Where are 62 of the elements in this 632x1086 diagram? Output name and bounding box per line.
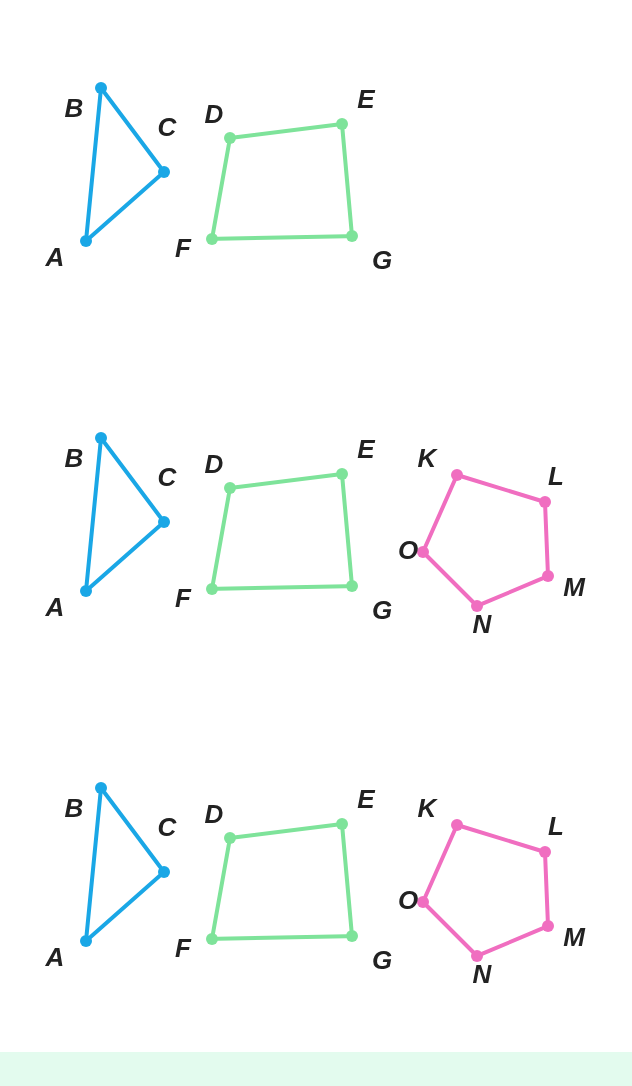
vertex-label: L xyxy=(548,463,564,489)
polygon-side xyxy=(233,122,339,140)
polygon-side xyxy=(460,824,542,853)
polygon-side xyxy=(88,874,162,939)
vertex-label: A xyxy=(45,944,65,970)
vertex-label: B xyxy=(64,795,84,821)
vertex-label: K xyxy=(417,445,437,471)
polygon-side xyxy=(340,127,354,232)
vertex-label: E xyxy=(357,786,375,812)
vertex-label: K xyxy=(417,795,437,821)
polygon-side xyxy=(102,90,163,170)
polygon-side xyxy=(480,926,545,956)
polygon-side xyxy=(211,141,231,236)
polygon-side xyxy=(233,822,339,840)
vertex-label: L xyxy=(548,813,564,839)
polygon-side xyxy=(102,790,163,870)
vertex-label: B xyxy=(64,445,84,471)
vertex-label: M xyxy=(563,924,585,950)
vertex-label: G xyxy=(371,247,393,273)
polygon-side xyxy=(480,576,545,606)
polygon-side xyxy=(543,506,550,572)
vertex-label: D xyxy=(204,451,224,477)
polygon-side xyxy=(423,828,457,899)
polygon-side xyxy=(340,478,354,582)
polygon-side xyxy=(211,491,231,586)
vertex-label: A xyxy=(45,244,65,270)
vertex-label: A xyxy=(45,594,65,620)
polygon-side xyxy=(543,856,550,922)
vertex-label: F xyxy=(175,585,191,611)
vertex-label: C xyxy=(157,464,177,490)
polygon-side xyxy=(423,478,457,549)
vertex-label: N xyxy=(472,961,492,987)
vertex-label: F xyxy=(175,935,191,961)
polygon-side xyxy=(233,472,339,490)
vertex-label: C xyxy=(157,814,177,840)
vertex-label: E xyxy=(357,436,375,462)
vertex-label: N xyxy=(472,611,492,637)
vertex-label: O xyxy=(397,887,419,913)
vertex-label: F xyxy=(175,235,191,261)
vertex-label: E xyxy=(357,86,375,112)
polygon-side xyxy=(84,791,103,938)
polygon-side xyxy=(84,441,103,588)
vertex-label: D xyxy=(204,101,224,127)
vertex-label: D xyxy=(204,801,224,827)
polygon-side xyxy=(211,841,231,936)
polygon-side xyxy=(216,584,348,591)
polygon-side xyxy=(84,91,103,238)
vertex-label: G xyxy=(371,597,393,623)
polygon-side xyxy=(460,474,542,503)
polygon-side xyxy=(216,234,348,241)
vertex-label: C xyxy=(157,114,177,140)
polygon-side xyxy=(340,828,354,932)
polygon-side xyxy=(88,174,162,239)
vertex-label: O xyxy=(397,537,419,563)
polygon-side xyxy=(425,554,475,604)
vertex-label: B xyxy=(64,95,84,121)
vertex-label: G xyxy=(371,947,393,973)
polygon-side xyxy=(216,934,348,941)
polygon-side xyxy=(425,904,475,954)
vertex-label: M xyxy=(563,574,585,600)
polygon-side xyxy=(88,524,162,589)
polygon-side xyxy=(102,440,163,520)
